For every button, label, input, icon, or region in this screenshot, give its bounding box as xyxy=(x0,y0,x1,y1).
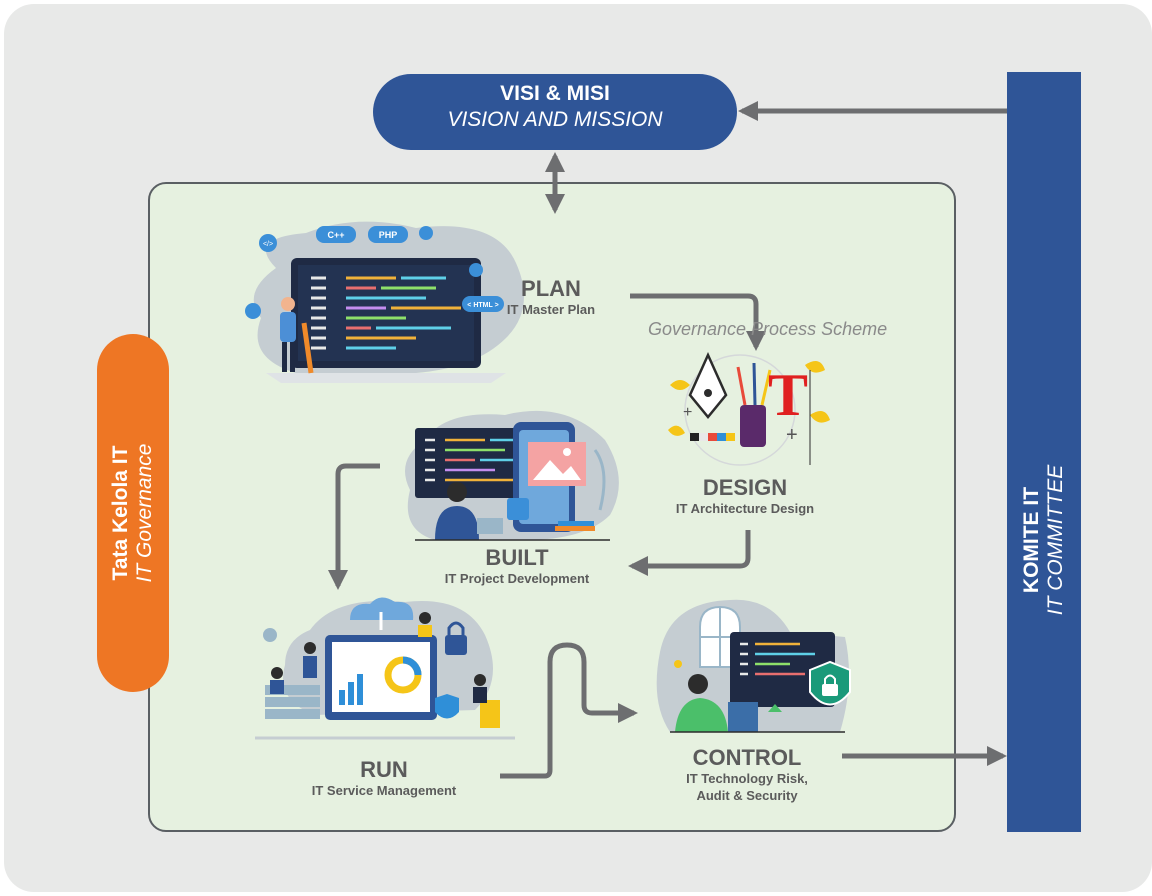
crosshair-icon: + xyxy=(683,404,692,421)
governance-title: Tata Kelola IT xyxy=(109,445,132,581)
gear-icon xyxy=(507,498,529,520)
control-label: CONTROL IT Technology Risk, Audit & Secu… xyxy=(686,746,808,804)
committee-subtitle: IT COMMITTEE xyxy=(1044,464,1067,616)
design-title: DESIGN xyxy=(702,475,788,500)
lock-icon xyxy=(445,635,467,655)
scheme-caption: Governance Process Scheme xyxy=(648,319,888,339)
run-subtitle: IT Service Management xyxy=(311,783,457,798)
operator-figure xyxy=(675,674,758,732)
plan-title: PLAN xyxy=(521,276,581,301)
gear-icon xyxy=(419,226,433,240)
vision-mission-box: VISI & MISI VISION AND MISSION xyxy=(373,74,737,150)
developer-figure xyxy=(435,482,503,540)
arrow-run-to-control xyxy=(500,642,638,779)
cloud-icon xyxy=(350,597,414,620)
design-label: DESIGN IT Architecture Design xyxy=(676,476,814,517)
arrow-built-to-run xyxy=(328,463,380,590)
design-subtitle: IT Architecture Design xyxy=(675,501,815,516)
plan-subtitle: IT Master Plan xyxy=(506,302,596,317)
gear-icon xyxy=(245,303,261,319)
typography-t-icon: T xyxy=(768,362,808,428)
run-illustration xyxy=(255,597,515,740)
code-badge: </> xyxy=(263,241,273,248)
run-title: RUN xyxy=(360,757,408,782)
vision-title: VISI & MISI xyxy=(500,82,610,105)
php-badge: PHP xyxy=(379,230,398,240)
built-title: BUILT xyxy=(485,545,549,570)
shield-check-icon xyxy=(435,694,459,719)
governance-subtitle: IT Governance xyxy=(133,443,156,583)
developer-figure xyxy=(280,297,314,374)
built-subtitle: IT Project Development xyxy=(444,571,590,586)
it-governance-pill: Tata Kelola IT IT Governance xyxy=(97,334,169,692)
security-shield-icon xyxy=(809,660,851,706)
built-label: BUILT IT Project Development xyxy=(445,546,589,587)
crosshair-icon: + xyxy=(786,424,798,446)
plan-illustration: C++ PHP < HTML > </> xyxy=(245,221,524,383)
control-title: CONTROL xyxy=(692,745,802,770)
arrow-plan-to-design xyxy=(630,293,766,351)
plan-label: PLAN IT Master Plan xyxy=(507,277,595,318)
run-label: RUN IT Service Management xyxy=(312,758,457,799)
control-illustration xyxy=(656,599,851,733)
arrow-design-to-built xyxy=(628,530,751,576)
committee-title: KOMITE IT xyxy=(1020,486,1043,594)
gear-icon xyxy=(263,628,277,642)
it-committee-bar: KOMITE IT IT COMMITTEE xyxy=(1007,72,1081,832)
control-subtitle-line2: Audit & Security xyxy=(696,788,798,803)
built-illustration xyxy=(405,410,619,541)
design-illustration: T + + xyxy=(668,351,830,466)
cpp-badge: C++ xyxy=(327,230,344,240)
control-subtitle-line1: IT Technology Risk, xyxy=(686,771,808,786)
vision-subtitle: VISION AND MISSION xyxy=(447,108,663,131)
html-badge: < HTML > xyxy=(467,302,498,309)
